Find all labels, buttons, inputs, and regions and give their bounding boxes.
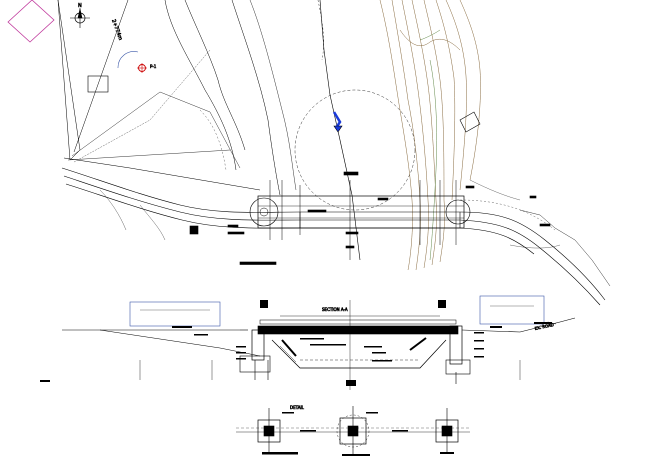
elevation-view: SECTION A-A EX. ROAD — [40, 295, 576, 390]
marker-label: P-1 — [150, 64, 157, 69]
north-arrow-icon: N — [70, 3, 90, 28]
detail-view: DETAIL — [236, 405, 470, 456]
survey-marker-icon: P-1 — [137, 63, 157, 73]
north-label: N — [78, 3, 82, 9]
detail-label: DETAIL — [290, 405, 305, 410]
section-title: SECTION A-A — [322, 307, 348, 312]
site-box — [7, 0, 55, 43]
plan-annotations — [189, 171, 551, 265]
road-label: EX. ROAD — [534, 322, 554, 331]
flow-arrow-icon — [332, 111, 343, 133]
